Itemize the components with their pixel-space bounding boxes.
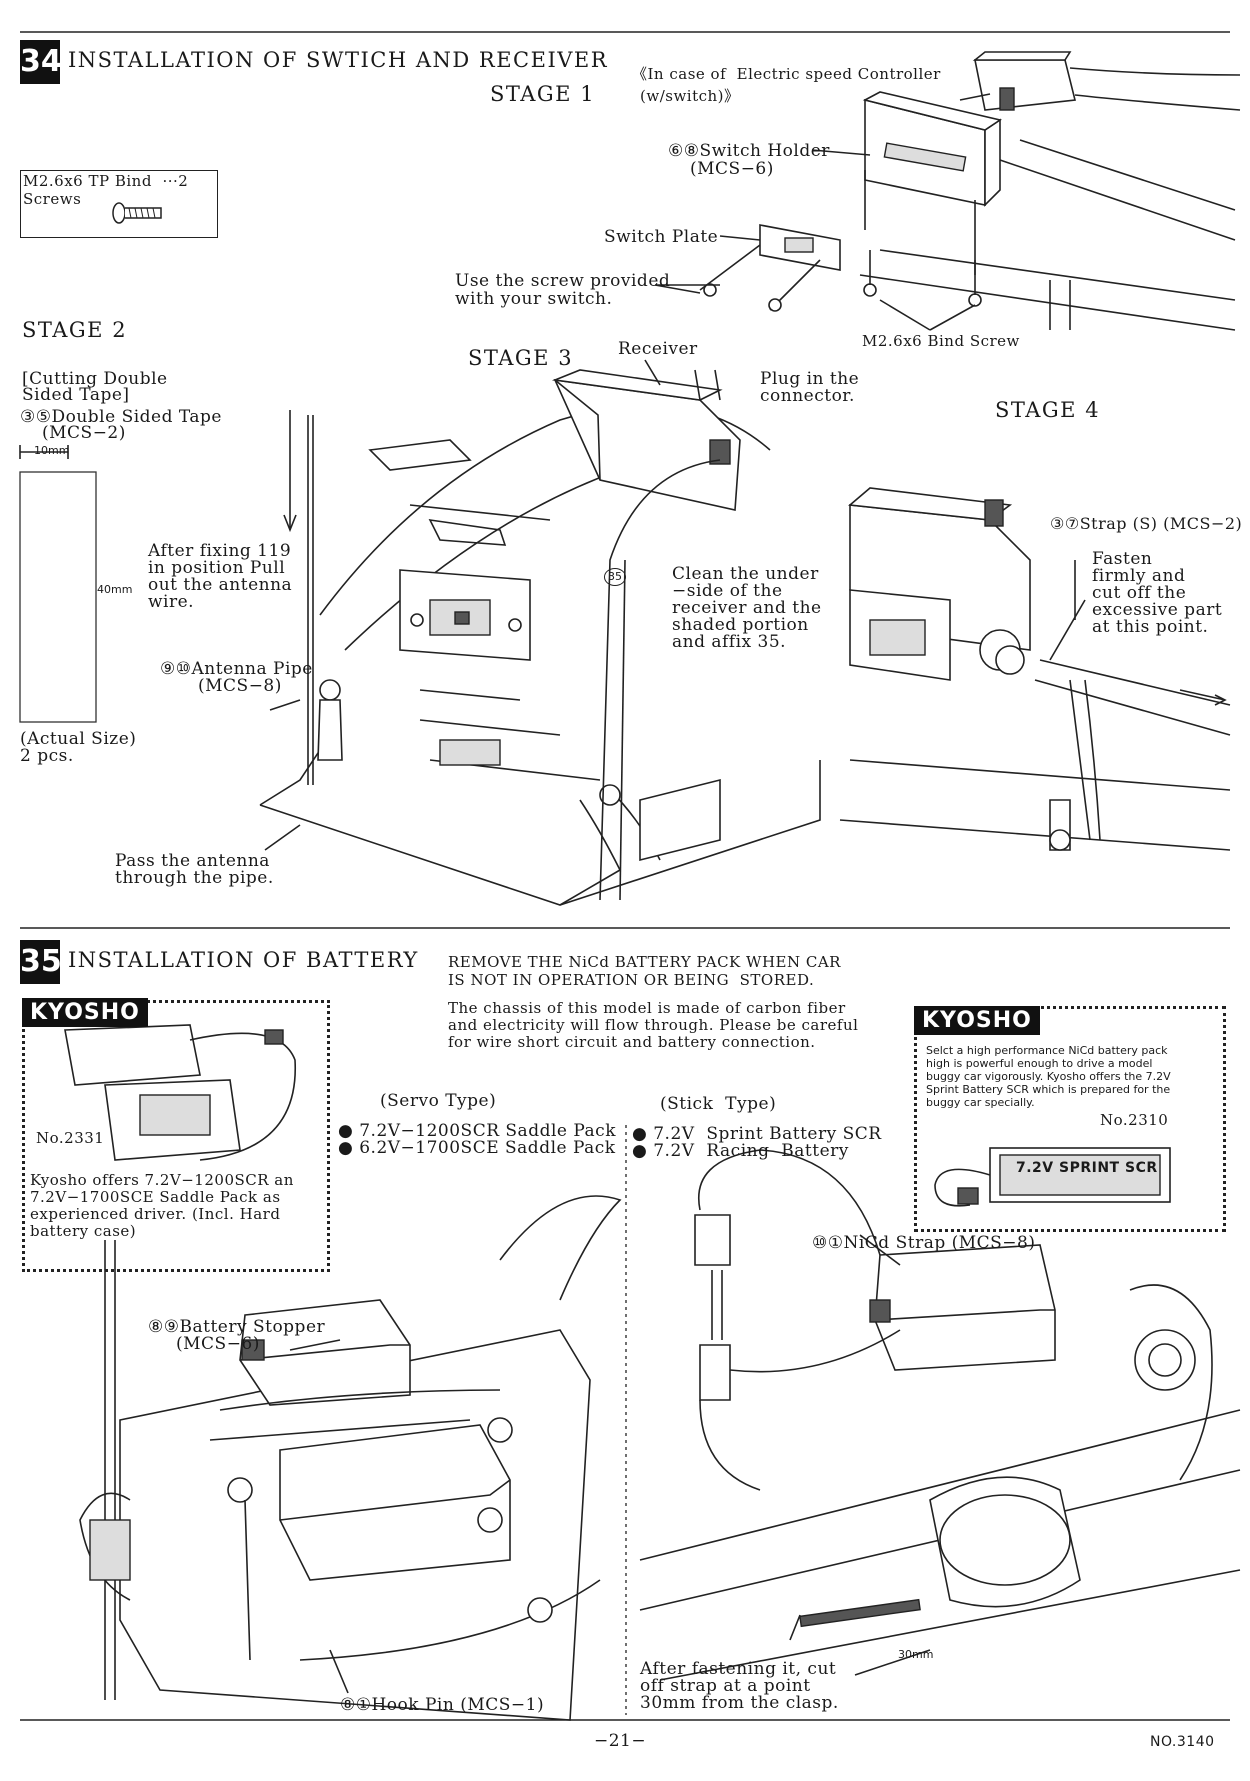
kyosho-logo: KYOSHO <box>914 1006 1040 1035</box>
hook-pin-label: ⑧①Hook Pin (MCS−1) <box>340 1695 545 1715</box>
fasten-note-line3: cut off the <box>1092 583 1187 603</box>
switch-holder-label: ⑥⑧Switch Holder <box>668 141 830 161</box>
stick-pack-text-line4: Sprint Battery SCR which is prepared for… <box>926 1083 1171 1096</box>
stage2-label: STAGE 2 <box>22 318 128 342</box>
clean-note-line2: −side of the <box>672 581 783 601</box>
fasten-note-line5: at this point. <box>1092 617 1209 637</box>
stage1-label: STAGE 1 <box>490 82 596 106</box>
after-fixing-line3: out the antenna <box>148 575 293 595</box>
strap-30mm-dim: 30mm <box>898 1648 934 1661</box>
servo-option-1: ● 7.2V−1200SCR Saddle Pack <box>338 1121 616 1141</box>
document-number: NO.3140 <box>1150 1734 1215 1750</box>
stick-type-heading: (Stick Type) <box>660 1094 777 1114</box>
tape-width-dim: 10mm <box>34 444 70 457</box>
sprint-scr-label: 7.2V SPRINT SCR <box>1016 1160 1158 1176</box>
stage3-label: STAGE 3 <box>468 346 574 370</box>
stick-pack-number: No.2310 <box>1100 1111 1169 1129</box>
stage4-drawing <box>839 487 1231 851</box>
nicd-strap-label: ⑩①NiCd Strap (MCS−8) <box>812 1233 1036 1253</box>
cutting-tape-line1: [Cutting Double <box>22 369 168 389</box>
clean-note-line4: shaded portion <box>672 615 809 635</box>
pass-antenna-line1: Pass the antenna <box>115 851 270 871</box>
section-title: INSTALLATION OF SWTICH AND RECEIVER <box>68 48 609 72</box>
stage2-tape-drawing <box>19 445 97 723</box>
page-number: −21− <box>594 1731 647 1751</box>
plug-note-line1: Plug in the <box>760 369 860 389</box>
fasten-note-line1: Fasten <box>1092 549 1153 569</box>
use-screw-line2: with your switch. <box>455 289 613 309</box>
screw-box-line1: M2.6x6 TP Bind ···2 <box>23 172 189 190</box>
actual-size-line1: (Actual Size) <box>20 729 137 749</box>
saddle-pack-text-line1: Kyosho offers 7.2V−1200SCR an <box>30 1171 294 1189</box>
servo-battery-drawing <box>79 1195 622 1721</box>
plug-note-line2: connector. <box>760 386 855 406</box>
stick-pack-text-line1: Selct a high performance NiCd battery pa… <box>926 1044 1168 1057</box>
switch-holder-code: (MCS−6) <box>690 159 774 179</box>
stick-pack-text-line5: buggy car specially. <box>926 1096 1035 1109</box>
stick-option-1: ● 7.2V Sprint Battery SCR <box>632 1124 882 1144</box>
stage1-drawing <box>699 51 1241 331</box>
clean-note-line3: receiver and the <box>672 598 822 618</box>
antenna-pipe-code: (MCS−8) <box>198 676 282 696</box>
strap-label: ③⑦Strap (S) (MCS−2) <box>1050 514 1243 533</box>
after-fastening-line1: After fastening it, cut <box>640 1659 837 1679</box>
chassis-note-line3: for wire short circuit and battery conne… <box>448 1033 816 1051</box>
leader-lines <box>264 149 1076 1694</box>
saddle-pack-number: No.2331 <box>36 1129 105 1147</box>
screw-parts-box: M2.6x6 TP Bind ···2 Screws <box>20 170 218 238</box>
servo-option-2: ● 6.2V−1700SCE Saddle Pack <box>338 1138 616 1158</box>
clean-note-line5: and affix 35. <box>672 632 787 652</box>
after-fixing-line1: After fixing 119 <box>148 541 292 561</box>
receiver-label: Receiver <box>618 339 698 359</box>
chassis-note-line1: The chassis of this model is made of car… <box>448 999 846 1017</box>
saddle-pack-text-line4: battery case) <box>30 1222 137 1240</box>
stick-battery-drawing <box>639 1149 1241 1681</box>
stick-option-2: ● 7.2V Racing Battery <box>632 1141 849 1161</box>
actual-size-line2: 2 pcs. <box>20 746 74 766</box>
section-number: 35 <box>20 940 62 984</box>
section-number: 34 <box>20 40 62 84</box>
clean-note-line1: Clean the under <box>672 564 819 584</box>
fasten-note-line4: excessive part <box>1092 600 1223 620</box>
chassis-note-line2: and electricity will flow through. Pleas… <box>448 1016 859 1034</box>
tape-part-label: ③⑤Double Sided Tape <box>20 407 222 427</box>
esc-note-line2: (w/switch)》 <box>640 87 740 105</box>
section-title: INSTALLATION OF BATTERY <box>68 948 419 972</box>
after-fastening-line2: off strap at a point <box>640 1676 811 1696</box>
stage4-label: STAGE 4 <box>995 398 1101 422</box>
callout-35: 35 <box>604 568 626 586</box>
tape-height-dim: 40mm <box>97 583 133 596</box>
use-screw-line1: Use the screw provided <box>455 271 671 291</box>
screw-box-line2: Screws <box>23 190 82 208</box>
fasten-note-line2: firmly and <box>1092 566 1186 586</box>
battery-stopper-code: (MCS−6) <box>176 1334 260 1354</box>
antenna-pipe-label: ⑨⑩Antenna Pipe <box>160 659 313 679</box>
remove-warning-line1: REMOVE THE NiCd BATTERY PACK WHEN CAR <box>448 953 841 971</box>
pass-antenna-line2: through the pipe. <box>115 868 274 888</box>
after-fixing-line2: in position Pull <box>148 558 286 578</box>
switch-plate-label: Switch Plate <box>604 227 719 247</box>
bind-screw-label: M2.6x6 Bind Screw <box>862 332 1020 350</box>
battery-stopper-label: ⑧⑨Battery Stopper <box>148 1317 326 1337</box>
servo-type-heading: (Servo Type) <box>380 1091 497 1111</box>
saddle-pack-text-line2: 7.2V−1700SCE Saddle Pack as <box>30 1188 281 1206</box>
saddle-pack-drawing <box>64 1024 296 1161</box>
kyosho-stick-pack-box <box>914 1006 1226 1232</box>
after-fixing-line4: wire. <box>148 592 195 612</box>
after-fastening-line3: 30mm from the clasp. <box>640 1693 839 1713</box>
tape-part-code: (MCS−2) <box>42 423 126 443</box>
kyosho-logo: KYOSHO <box>22 998 148 1027</box>
stick-pack-text-line2: high is powerful enough to drive a model <box>926 1057 1153 1070</box>
saddle-pack-text-line3: experienced driver. (Incl. Hard <box>30 1205 281 1223</box>
stage3-drawing <box>259 369 821 906</box>
cutting-tape-line2: Sided Tape] <box>22 385 130 405</box>
kyosho-saddle-pack-box <box>22 1000 330 1272</box>
esc-note-line1: 《In case of Electric speed Controller <box>632 65 941 83</box>
remove-warning-line2: IS NOT IN OPERATION OR BEING STORED. <box>448 971 815 989</box>
stick-pack-text-line3: buggy car vigorously. Kyosho offers the … <box>926 1070 1171 1083</box>
screw-icon <box>112 202 162 224</box>
stick-pack-drawing <box>934 1147 1171 1207</box>
